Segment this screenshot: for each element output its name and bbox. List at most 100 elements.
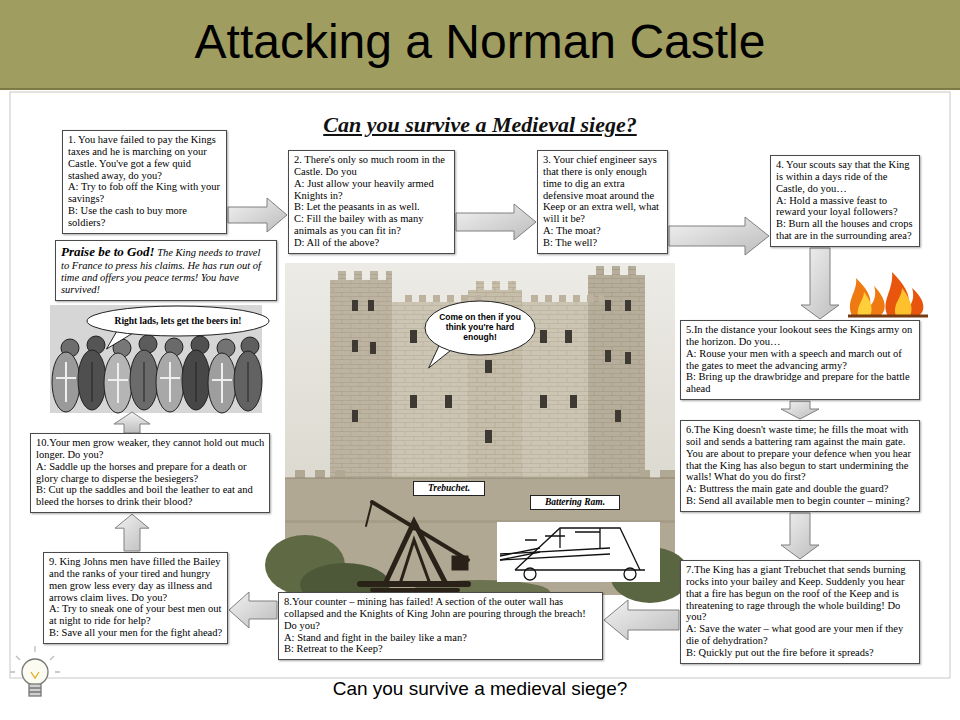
picture-label: Battering Ram. [530, 495, 620, 510]
flow-arrow [114, 412, 150, 433]
bubble-shape [87, 306, 269, 336]
option-text: B: Bring up the drawbridge and prepare f… [686, 371, 915, 395]
flow-arrow [781, 513, 819, 559]
battering-ram-drawing-part-part [525, 532, 600, 540]
option-text: B: Let the peasants in as well. [294, 201, 450, 213]
soldiers-photo [50, 305, 262, 413]
trebuchet-drawing-part [400, 540, 430, 584]
question-text: 4. Your scouts say that the King is with… [776, 159, 915, 195]
question-box: 3. Your chief engineer says that there i… [537, 150, 668, 254]
bubble-shape [425, 301, 535, 355]
soldiers-photo-part-part [160, 362, 180, 402]
option-text: C: Fill the bailey with as many animals … [294, 213, 450, 237]
option-text: A: The moat? [543, 225, 663, 237]
castle-photo-part [524, 295, 604, 302]
flow-arrow [229, 592, 277, 628]
soldiers-photo-part-part [208, 353, 236, 413]
castle-photo-part-part [605, 300, 611, 311]
soldiers-photo-part-part [108, 363, 128, 403]
outcome-box: Praise be to God! The King needs to trav… [55, 240, 277, 301]
fire-icon-part [886, 272, 924, 316]
lightbulb-icon [10, 646, 60, 696]
question-box: 1. You have failed to pay the Kings taxe… [62, 130, 227, 234]
option-text: B: Retreat to the Keep? [284, 643, 598, 655]
flow-arrow [228, 198, 287, 232]
fire-icon [848, 272, 928, 316]
question-text: 9. King Johns men have filled the Bailey… [49, 556, 223, 603]
question-box: 2. There's only so much room in the Cast… [288, 150, 455, 254]
soldiers-photo-part-part [56, 362, 76, 402]
castle-photo-part-part [370, 342, 376, 354]
flow-arrow [115, 514, 149, 551]
flow-arrow [604, 600, 679, 640]
castle-photo-part-part [352, 410, 358, 422]
castle-photo-part-part [540, 395, 547, 408]
question-box: 6.The King doesn't waste time; he fills … [680, 420, 920, 512]
castle-photo-part-part [615, 410, 621, 422]
worksheet-subtitle: Can you survive a Medieval siege? [230, 112, 730, 138]
fire-icon-part [895, 288, 912, 316]
question-text: 6.The King doesn't waste time; he fills … [686, 424, 915, 483]
question-box: 4. Your scouts say that the King is with… [770, 155, 920, 247]
picture-label: Trebuchet. [413, 481, 485, 496]
question-text: 8.Your counter – mining has failed! A se… [284, 596, 598, 632]
speech-bubble: Come on then if you think you're hard en… [424, 300, 536, 356]
option-text: B: Cut up the saddles and boil the leath… [36, 484, 265, 508]
question-box: 9. King Johns men have filled the Bailey… [43, 552, 228, 644]
question-text: 2. There's only so much room in the Cast… [294, 154, 450, 178]
soldiers-photo-part [50, 305, 262, 413]
lightbulb-icon-part [29, 688, 41, 692]
option-text: B: The well? [543, 237, 663, 249]
option-text: A: Save the water – what good are your m… [686, 623, 915, 647]
speech-text: Come on then if you think you're hard en… [438, 313, 522, 342]
soldiers-photo-part-part [52, 352, 80, 412]
bubble-tail-join [444, 334, 458, 343]
fire-icon-part [850, 278, 885, 316]
flow-arrow [669, 217, 769, 255]
trebuchet-drawing-part [410, 522, 418, 530]
castle-photo-part [285, 478, 675, 479]
option-text: B: Save all your men for the fight ahead… [49, 627, 223, 639]
castle-photo-part [352, 300, 631, 443]
castle-photo-part-part [605, 350, 611, 362]
trebuchet-drawing [360, 502, 468, 590]
trebuchet-drawing-part [366, 502, 372, 526]
soldiers-photo-part-part [92, 362, 248, 402]
soldiers-photo-part-part [104, 353, 132, 413]
lightbulb-icon-part [10, 646, 60, 672]
soldiers-photo-part-part [156, 352, 184, 412]
castle-photo-part-part [445, 395, 452, 408]
castle-photo-part-part [625, 352, 631, 364]
speech-text: Right lads, lets get the beers in! [115, 316, 242, 326]
battering-ram-drawing-part [500, 528, 645, 580]
question-box: 8.Your counter – mining has failed! A se… [278, 592, 603, 660]
option-text: B: Send all available men to begin count… [686, 495, 915, 507]
trebuchet-drawing-part [385, 522, 446, 584]
castle-photo-part-part [352, 340, 358, 352]
option-text: A: Saddle up the horses and prepare for … [36, 461, 265, 485]
option-text: D: All of the above? [294, 237, 450, 249]
trebuchet-drawing-part [372, 502, 468, 560]
lightbulb-icon-part [29, 684, 41, 696]
label-text: Battering Ram. [545, 497, 605, 507]
question-box: 10.Your men grow weaker, they cannot hol… [30, 433, 270, 513]
lightbulb-icon-part [31, 672, 39, 678]
battering-ram-drawing-part-part [524, 568, 536, 580]
soldiers-photo-part [92, 362, 248, 402]
option-text: A: Try to fob off the King with your sav… [68, 181, 222, 205]
castle-photo-part-part [368, 300, 374, 311]
castle-photo-part-part [410, 330, 417, 343]
question-box: 7.The King has a giant Trebuchet that se… [680, 560, 920, 664]
question-text: 5.In the distance your lookout sees the … [686, 324, 915, 348]
castle-photo-part [285, 263, 675, 595]
battering-ram-drawing-part-part [624, 568, 636, 580]
castle-photo-part-part [485, 360, 492, 373]
battering-ram-drawing-part-part [500, 548, 610, 560]
castle-photo-part-part [540, 330, 547, 343]
option-text: A: Buttress the main gate and double the… [686, 483, 915, 495]
soldiers-photo-part-part [212, 363, 232, 403]
castle-photo-part-part [410, 395, 417, 408]
fire-icon-part [848, 315, 928, 318]
castle-photo-part-part [570, 395, 577, 408]
